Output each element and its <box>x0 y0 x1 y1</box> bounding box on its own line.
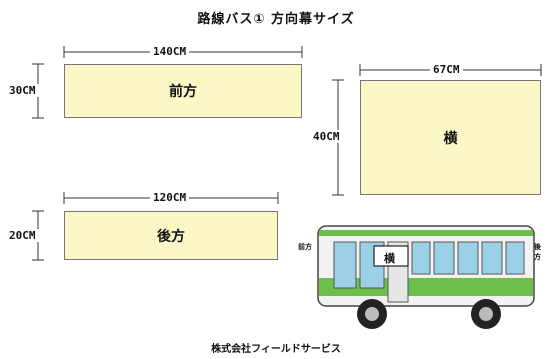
front-panel-text: 前方 <box>169 84 197 100</box>
rear-destination-panel: 後方 <box>64 211 278 260</box>
page-title: 路線バス① 方向幕サイズ <box>197 12 355 27</box>
side-height-label: 40CM <box>310 130 343 143</box>
bus-illustration: 前方 横 後方 <box>298 222 542 332</box>
bus-icon <box>317 225 535 329</box>
rear-panel-text: 後方 <box>157 228 185 245</box>
company-name: 株式会社フィールドサービス <box>211 344 341 355</box>
front-height-label: 30CM <box>6 84 39 97</box>
bus-side-label: 横 <box>384 252 395 265</box>
front-destination-panel: 前方 <box>64 64 302 118</box>
side-width-label: 67CM <box>430 63 463 76</box>
bus-rear-label: 後方 <box>534 243 541 261</box>
side-destination-panel: 横 <box>360 80 541 195</box>
front-width-label: 140CM <box>150 45 190 58</box>
side-panel-text: 横 <box>443 130 458 147</box>
rear-width-label: 120CM <box>150 191 190 204</box>
rear-height-label: 20CM <box>6 229 39 242</box>
bus-front-label: 前方 <box>298 243 312 251</box>
